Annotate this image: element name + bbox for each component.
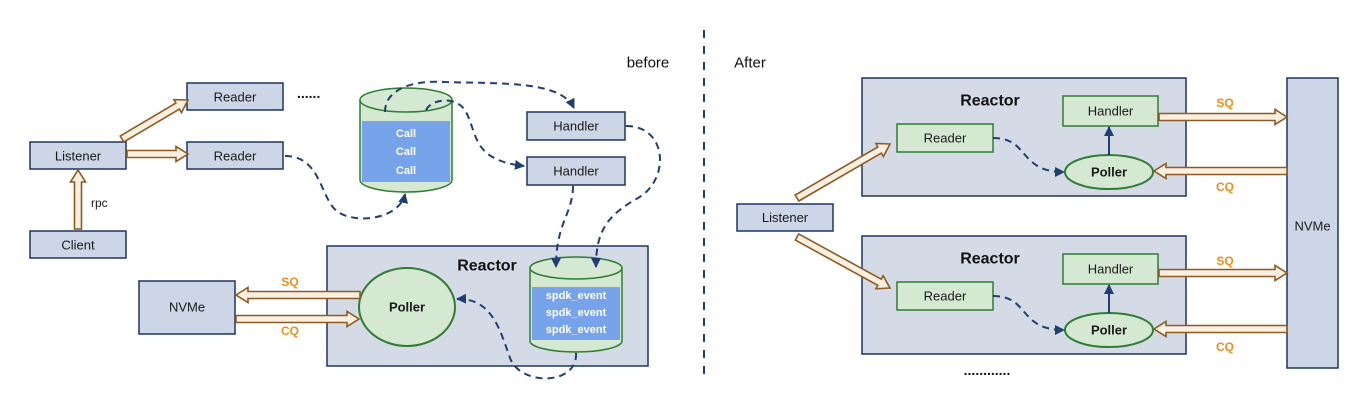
before-reader-1: Reader	[186, 82, 284, 111]
reader: Reader	[896, 123, 994, 153]
flow-event-queue-to-poller	[456, 293, 578, 380]
sq-label: SQ	[1216, 254, 1233, 268]
sq-arrow	[1158, 108, 1289, 126]
handler-box	[1062, 95, 1159, 127]
reader-box	[186, 82, 284, 111]
reader-label: Reader	[924, 131, 967, 146]
cq-label: CQ	[281, 324, 299, 338]
sq-arrow	[1158, 264, 1289, 282]
call-item: Call	[396, 146, 416, 158]
more-reactors-ellipsis: ............	[964, 362, 1011, 378]
call-item: Call	[396, 128, 416, 140]
flow-call-queue-to-handler-2	[425, 99, 525, 170]
cq-arrow	[1152, 320, 1288, 338]
poller: Poller	[1064, 312, 1154, 348]
flow-call-queue-to-handler-1	[384, 80, 575, 113]
after-reactor-2: Reactor Reader Handler Poller SQ CQ	[861, 235, 1289, 355]
spdk-event-queue-band	[532, 287, 620, 340]
listener-label: Listener	[55, 149, 102, 164]
cq-label: CQ	[1216, 340, 1234, 354]
before-reactor-title: Reactor	[457, 258, 517, 275]
before-nvme: NVMe	[138, 280, 236, 335]
sq-label: SQ	[281, 275, 298, 289]
before-poller-label: Poller	[389, 300, 425, 315]
cq-arrow	[235, 310, 361, 328]
handler-box	[526, 156, 626, 186]
after-nvme: NVMe	[1286, 77, 1339, 369]
spdk-event-queue-top	[529, 256, 623, 280]
reactor-title: Reactor	[960, 251, 1020, 268]
before-poller-ellipse	[358, 267, 456, 347]
reader-box	[896, 281, 994, 311]
spdk-event-item: spdk_event	[546, 290, 607, 302]
listener-label: Listener	[762, 210, 809, 225]
sq-label: SQ	[1216, 96, 1233, 110]
before-reader-2: Reader	[186, 141, 284, 170]
before-reactor: Reactor Poller spdk_event spdk_event spd…	[326, 245, 649, 367]
handler: Handler	[1062, 253, 1159, 285]
before-handler-2: Handler	[526, 156, 626, 186]
nvme-label: NVMe	[1294, 219, 1330, 234]
before-listener: Listener	[29, 141, 127, 170]
spdk-event-item: spdk_event	[546, 307, 607, 319]
client-box	[29, 230, 127, 259]
handler-label: Handler	[553, 164, 599, 179]
reader: Reader	[896, 281, 994, 311]
client-label: Client	[61, 238, 95, 253]
arrow-listener-to-reader-1	[119, 98, 190, 144]
reader-label: Reader	[924, 289, 967, 304]
cq-label: CQ	[1216, 180, 1234, 194]
reactor-title: Reactor	[960, 93, 1020, 110]
after-listener: Listener	[736, 203, 834, 232]
sq-arrow	[234, 286, 361, 304]
nvme-label: NVMe	[169, 300, 205, 315]
listener-box	[736, 203, 834, 232]
more-readers-ellipsis: ......	[297, 85, 320, 101]
handler-box	[526, 111, 626, 141]
arrow-client-to-listener	[69, 168, 87, 230]
reader-box	[186, 141, 284, 170]
flow-handler-1-to-event-queue	[591, 125, 661, 268]
call-queue-band	[362, 121, 450, 182]
handler-label: Handler	[553, 119, 599, 134]
poller-label: Poller	[1091, 165, 1127, 180]
call-item: Call	[396, 165, 416, 177]
reader-label: Reader	[214, 149, 257, 164]
nvme-box	[138, 280, 236, 335]
spdk-event-queue: spdk_event spdk_event spdk_event	[529, 256, 623, 353]
nvme-box	[1286, 77, 1339, 369]
after-section: After NVMe Listener Reactor Reader Handl…	[734, 55, 1339, 378]
before-section: before Reactor Poller spdk_event spdk_ev…	[29, 55, 670, 380]
before-label: before	[627, 55, 670, 72]
arrow-listener-to-reactor-2	[794, 232, 892, 290]
spdk-event-item: spdk_event	[546, 324, 607, 336]
handler: Handler	[1062, 95, 1159, 127]
rpc-label: rpc	[91, 196, 108, 210]
call-queue-top	[359, 87, 453, 113]
listener-box	[29, 141, 127, 170]
before-client: Client	[29, 230, 127, 259]
arrow-listener-to-reader-2	[126, 145, 190, 163]
flow-reader-to-call-queue	[284, 155, 409, 220]
call-queue: Call Call Call	[359, 87, 453, 193]
cq-arrow	[1152, 162, 1288, 180]
after-label: After	[734, 55, 766, 72]
handler-label: Handler	[1088, 262, 1134, 277]
before-handler-1: Handler	[526, 111, 626, 141]
after-reactor-1: Reactor Reader Handler Poller SQ CQ	[861, 77, 1289, 197]
reader-box	[896, 123, 994, 153]
handler-label: Handler	[1088, 104, 1134, 119]
arrow-listener-to-reactor-1	[794, 142, 892, 203]
flow-reader-to-poller	[992, 295, 1065, 335]
flow-reader-to-poller	[992, 137, 1065, 177]
poller: Poller	[1064, 154, 1154, 190]
before-poller: Poller	[358, 267, 456, 347]
reader-label: Reader	[214, 90, 257, 105]
poller-label: Poller	[1091, 323, 1127, 338]
